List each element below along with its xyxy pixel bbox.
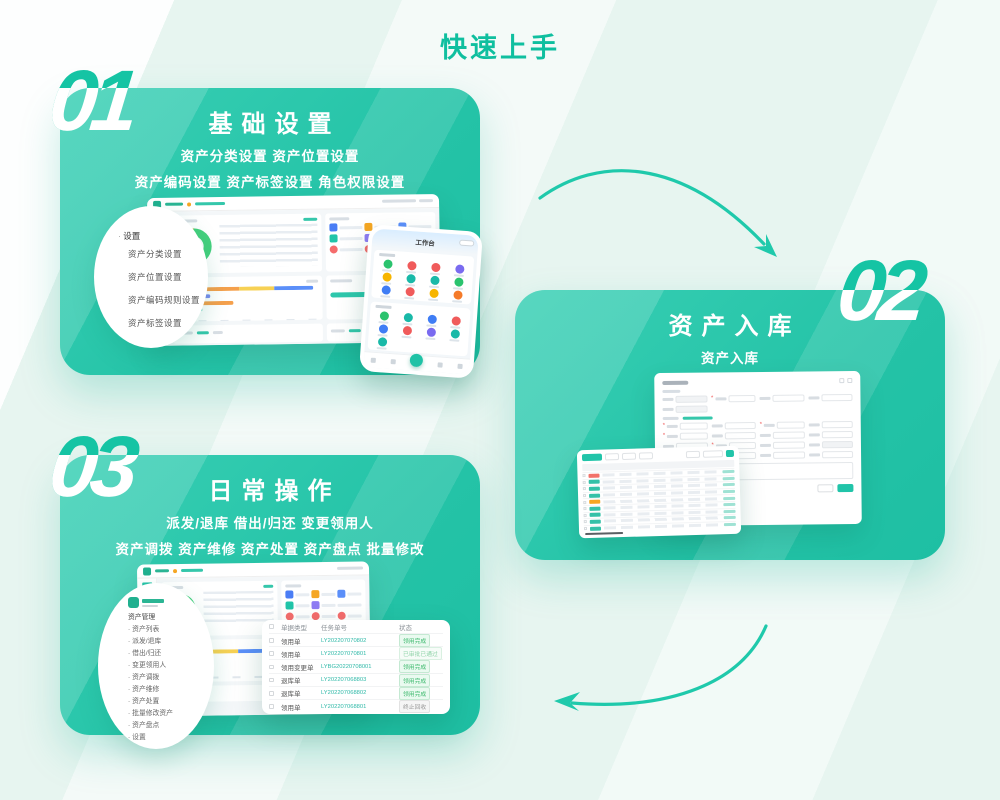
table-row: 领用单 LY202207070801 已审批已通过 <box>269 647 443 661</box>
menu-item: 资产编码规则设置 <box>128 295 201 305</box>
status-badge: 领用完成 <box>399 686 431 700</box>
search-input-mock <box>702 450 724 458</box>
table-row: 领用单 LY202207070802 领用完成 <box>269 634 443 648</box>
menu-item: 派发/退库 <box>128 636 214 648</box>
status-badge: 终止回收 <box>399 700 431 714</box>
window-icons <box>839 378 853 384</box>
status-badge: 领用完成 <box>399 634 431 647</box>
app-logo <box>128 597 214 608</box>
table-row: 领用单 LY202207068801 终止回收 <box>269 700 443 714</box>
settings-menu-magnifier: 设置 资产分类设置 资产位置设置 资产编码规则设置 资产标签设置 <box>94 206 208 348</box>
card1-subtitle-1: 资产分类设置 资产位置设置 <box>180 149 360 164</box>
menu-item: 借出/归还 <box>128 648 214 660</box>
page-title: 快速上手 <box>440 33 560 63</box>
add-button-mock <box>581 453 603 462</box>
phone-section-asset <box>371 250 475 305</box>
status-badge: 领用完成 <box>399 673 431 687</box>
list-panel-left <box>172 323 324 344</box>
menu-item: 资产分类设置 <box>128 249 183 259</box>
logo-icon <box>142 566 152 576</box>
menu-item: 变更领用人 <box>128 660 214 672</box>
card2-title: 资产入库 <box>668 313 801 340</box>
card-daily-operations: 日常操作 派发/退库 借出/归还 变更领用人 资产调拨 资产维修 资产处置 资产… <box>60 455 480 749</box>
table-row: 领用变更单 LYBG20220708001 领用完成 <box>269 660 443 674</box>
card2-subtitle-1: 资产入库 <box>701 351 759 366</box>
scrollbar-mock <box>585 531 624 536</box>
card3-title: 日常操作 <box>208 478 341 505</box>
card1-subtitle-2: 资产编码设置 资产标签设置 角色权限设置 <box>134 175 406 190</box>
menu-item: 资产调拨 <box>128 672 214 684</box>
phone-center-tab-icon <box>409 353 424 368</box>
cancel-button-mock <box>817 484 834 493</box>
checkbox-icon <box>269 624 274 629</box>
orders-table-header: 单据类型 任务单号 状态 <box>269 620 443 634</box>
table-row: 退库单 LY202207068803 领用完成 <box>269 673 443 687</box>
status-badge: 领用完成 <box>399 660 431 674</box>
menu-item: 资产位置设置 <box>128 272 183 282</box>
menu-item: 资产盘点 <box>128 720 214 732</box>
menu-item: 资产维修 <box>128 684 214 696</box>
card3-subtitle-1: 派发/退库 借出/归还 变更领用人 <box>166 516 374 531</box>
menu-item: 资产标签设置 <box>128 318 183 328</box>
status-badge: 已审批已通过 <box>399 647 442 661</box>
notice-icon <box>187 201 192 206</box>
donut-legend <box>219 223 319 268</box>
arrow-curve-left-icon <box>554 624 768 711</box>
menu-item: 批量修改资产 <box>128 708 214 720</box>
phone-section-inventory <box>367 301 471 357</box>
orders-table: 单据类型 任务单号 状态 领用单 LY202207070802 领用完成 领用单… <box>262 620 450 714</box>
table-row: 退库单 LY202207068802 领用完成 <box>269 686 443 700</box>
sidebar-menu-magnifier: 资产管理 资产列表 派发/退库 借出/归还 变更领用人 资产调拨 资产维修 资产… <box>98 583 214 749</box>
submit-button-mock <box>837 484 854 493</box>
menu-item: 资产列表 <box>128 624 214 636</box>
phone-title: 工作台 <box>415 239 436 248</box>
arrow-curve-right-icon <box>538 169 777 257</box>
asset-list-screenshot <box>576 445 742 539</box>
menu-item: 资产处置 <box>128 696 214 708</box>
phone-mockup: 工作台 <box>359 224 483 379</box>
menu-header: 资产管理 <box>128 614 156 621</box>
card1-title: 基础设置 <box>208 111 341 138</box>
card-asset-inbound: 资产入库 资产入库 * * * * <box>515 290 945 560</box>
card3-subtitle-2: 资产调拨 资产维修 资产处置 资产盘点 批量修改 <box>115 542 425 557</box>
search-button-mock <box>725 449 735 458</box>
card-basic-setup: 基础设置 资产分类设置 资产位置设置 资产编码设置 资产标签设置 角色权限设置 <box>60 88 483 379</box>
miniprogram-capsule-icon <box>458 239 475 247</box>
menu-item: 设置 <box>128 732 214 744</box>
menu-header: 设置 <box>118 230 208 242</box>
